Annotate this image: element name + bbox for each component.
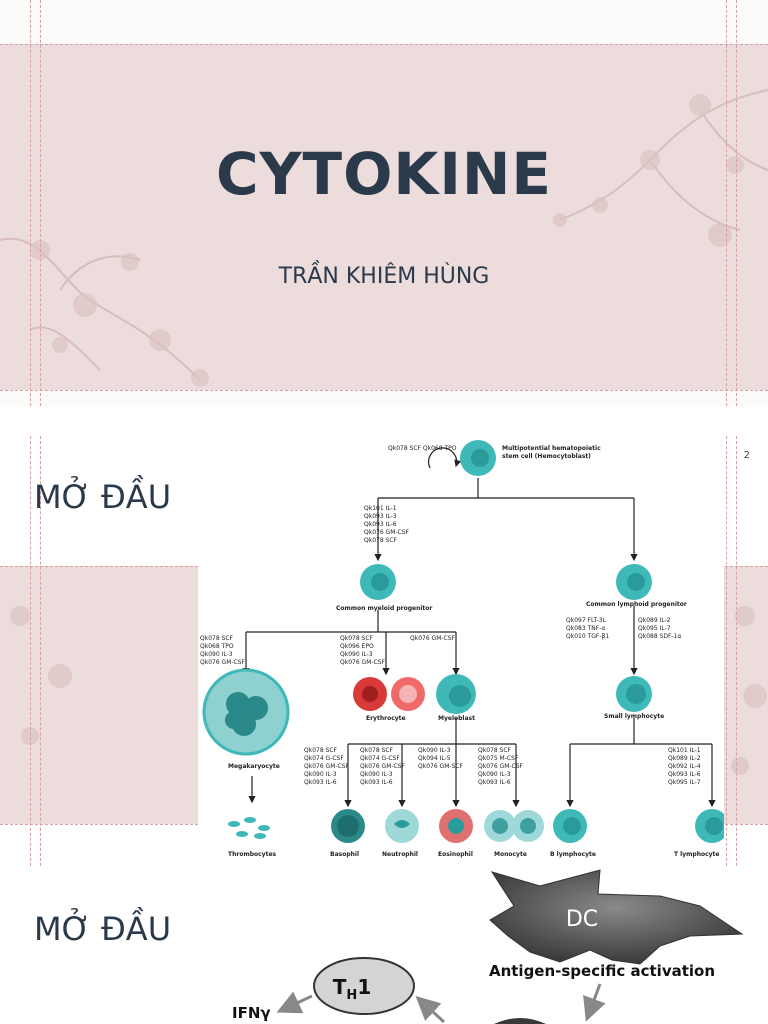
ery-factor-2: Qk090 IL-3 <box>340 651 373 658</box>
tlymph-factor-3: Qk093 IL-6 <box>668 771 701 778</box>
lymph-factor-l-0: Qk097 FLT-3L <box>566 617 607 624</box>
eos-factor-2: Qk076 GM-SCF <box>418 763 464 770</box>
eosinophil-cell <box>439 809 473 843</box>
factor-list-a-4: Qk078 SCF <box>364 537 398 544</box>
erythrocyte-cell <box>353 677 425 711</box>
tlymph-factor-1: Qk089 IL-2 <box>668 755 701 762</box>
monocyte-label: Monocyte <box>494 851 527 858</box>
ery-factor-0: Qk078 SCF <box>340 635 374 642</box>
slide-heading: MỞ ĐẦU <box>34 910 172 948</box>
neutrophil-cell <box>385 809 419 843</box>
tlymph-factor-4: Qk095 IL-7 <box>668 779 701 786</box>
neutro-factor-4: Qk093 IL-6 <box>360 779 393 786</box>
baso-factor-1: Qk074 G-CSF <box>304 755 344 762</box>
th1-cell <box>313 957 415 1015</box>
megakaryocyte-label: Megakaryocyte <box>228 763 280 770</box>
mono-factor-1: Qk075 M-CSF <box>478 755 519 762</box>
baso-factor-0: Qk078 SCF <box>304 747 338 754</box>
small-lymphocyte-cell <box>616 676 652 712</box>
th1-suffix: 1 <box>357 975 371 999</box>
myeloid-progenitor-cell <box>360 564 396 600</box>
intro-slide-2: MỞ ĐẦU DC Antigen-specific activation TH… <box>0 866 768 1024</box>
ery-factor-3: Qk076 GM-CSF <box>340 659 386 666</box>
basophil-cell <box>331 809 365 843</box>
stem-cell <box>460 440 496 476</box>
mega-factor-1: Qk068 TPO <box>200 643 234 650</box>
lymph-factor-l-2: Qk010 TGF-β1 <box>566 633 609 640</box>
svg-text:TH1: TH1 <box>333 975 371 1003</box>
t-lymphocyte-label: T lymphocyte <box>674 851 720 858</box>
eos-factor-0: Qk090 IL-3 <box>418 747 451 754</box>
activation-label: Antigen-specific activation <box>489 962 715 980</box>
baso-factor-4: Qk093 IL-6 <box>304 779 337 786</box>
th1-subscript: H <box>346 988 357 1003</box>
monocyte-cell <box>484 810 544 842</box>
neutro-factor-1: Qk074 G-CSF <box>360 755 400 762</box>
slide-subtitle: TRẦN KHIÊM HÙNG <box>278 264 490 289</box>
floral-decoration <box>0 89 768 387</box>
page-number: 2 <box>743 450 750 461</box>
megakaryocyte-cell <box>202 668 290 756</box>
stem-label-2: stem cell (Hemocytoblast) <box>502 453 591 460</box>
baso-factor-2: Qk076 GM-CSF <box>304 763 350 770</box>
mega-factor-3: Qk076 GM-CSF <box>200 659 246 666</box>
t-lymphocyte-cell <box>695 809 729 843</box>
mono-factor-2: Qk076 GM-CSF <box>478 763 524 770</box>
mega-factor-2: Qk090 IL-3 <box>200 651 233 658</box>
mono-factor-3: Qk090 IL-3 <box>478 771 511 778</box>
erythrocyte-label: Erythrocyte <box>366 715 406 722</box>
title-slide: CYTOKINE TRẦN KHIÊM HÙNG <box>0 0 768 406</box>
lymph-factor-r-2: Qk088 SDF-1α <box>638 633 681 640</box>
slide-heading: MỞ ĐẦU <box>34 478 172 516</box>
lymphoid-label: Common lymphoid progenitor <box>586 601 687 608</box>
lymphoid-progenitor-cell <box>616 564 652 600</box>
myeloblast-cell <box>436 674 476 714</box>
floral-decoration <box>10 606 767 775</box>
mono-factor-4: Qk093 IL-6 <box>478 779 511 786</box>
th1-label: T <box>333 975 347 999</box>
intro-slide: MỞ ĐẦU 2 <box>0 436 768 866</box>
hematopoiesis-figure: Qk078 SCF Qk068 TPO Multipotential hemat… <box>198 436 729 864</box>
b-lymphocyte-label: B lymphocyte <box>550 851 596 858</box>
factor-list-a-1: Qk093 IL-3 <box>364 513 397 520</box>
dc-diagram: DC Antigen-specific activation TH1 IFNγ <box>232 869 744 1024</box>
ifn-gamma-label: IFNγ <box>232 1004 271 1022</box>
baso-factor-3: Qk090 IL-3 <box>304 771 337 778</box>
dendritic-cell-shape <box>489 869 744 965</box>
mega-factor-0: Qk078 SCF <box>200 635 234 642</box>
slide-title: CYTOKINE <box>215 140 553 208</box>
stem-label-1: Multipotential hematopoietic <box>502 445 601 452</box>
neutrophil-label: Neutrophil <box>382 851 418 858</box>
mono-factor-0: Qk078 SCF <box>478 747 512 754</box>
basophil-label: Basophil <box>330 851 359 858</box>
neutro-factor-3: Qk090 IL-3 <box>360 771 393 778</box>
dc-label: DC <box>566 907 598 932</box>
cell-partial <box>494 1018 546 1024</box>
myeloblast-label: Myeloblast <box>438 715 475 722</box>
myelo-factor: Qk076 GM-CSF <box>410 635 456 642</box>
neutro-factor-0: Qk078 SCF <box>360 747 394 754</box>
lymph-factor-l-1: Qk083 TNF-α <box>566 625 605 632</box>
stem-codes-1: Qk078 SCF Qk068 TPO <box>388 445 457 452</box>
eos-factor-1: Qk094 IL-5 <box>418 755 451 762</box>
lymph-factor-r-1: Qk095 IL-7 <box>638 625 671 632</box>
b-lymphocyte-cell <box>553 809 587 843</box>
thrombocytes-label: Thrombocytes <box>228 851 277 858</box>
lymph-factor-r-0: Qk089 IL-2 <box>638 617 671 624</box>
small-lymphocyte-label: Small lymphocyte <box>604 713 664 720</box>
neutro-factor-2: Qk076 GM-CSF <box>360 763 406 770</box>
myeloid-label: Common myeloid progenitor <box>336 605 432 612</box>
thrombocytes-cells <box>228 817 270 839</box>
factor-list-a-3: Qk076 GM-CSF <box>364 529 410 536</box>
tlymph-factor-0: Qk101 IL-1 <box>668 747 701 754</box>
factor-list-a-0: Qk101 IL-1 <box>364 505 397 512</box>
tlymph-factor-2: Qk092 IL-4 <box>668 763 701 770</box>
eosinophil-label: Eosinophil <box>438 851 473 858</box>
title-band <box>0 44 768 390</box>
ery-factor-1: Qk096 EPO <box>340 643 374 650</box>
factor-list-a-2: Qk093 IL-6 <box>364 521 397 528</box>
